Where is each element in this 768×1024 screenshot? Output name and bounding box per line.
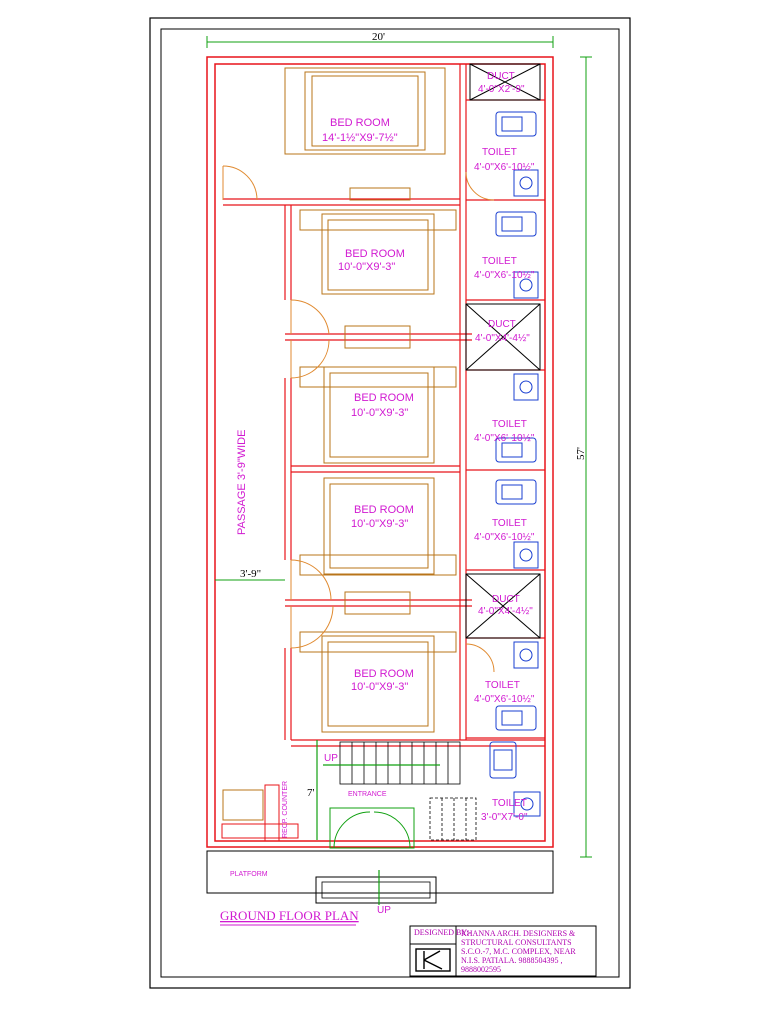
duct-label-2: DUCT <box>488 319 516 330</box>
toilet-label-5: TOILET <box>485 680 520 691</box>
toilet-label-4: TOILET <box>492 518 527 529</box>
toilet-size-2: 4'-0"X6'-10½" <box>474 270 535 281</box>
room-size-bedroom-1: 14'-1½"X9'-7½" <box>322 132 398 144</box>
firm-line-5: 9888002595 <box>461 965 501 974</box>
designed-by-label: DESIGNED BY:- <box>414 928 472 937</box>
toilet-size-6: 3'-0"X7'-0" <box>481 812 528 823</box>
bed-2 <box>299 209 457 349</box>
room-label-bedroom-4: BED ROOM <box>354 504 414 516</box>
duct-size-1: 4'-0"X2'-9" <box>478 84 525 95</box>
toilet-fixtures <box>489 111 541 817</box>
duct-2 <box>465 303 541 371</box>
platform <box>206 850 554 894</box>
drawing-title: GROUND FLOOR PLAN <box>220 908 359 923</box>
toilet-size-3: 4'-0"X6'-10½" <box>474 433 535 444</box>
passage-dimension-label: 3'-9" <box>240 568 261 580</box>
room-size-bedroom-5: 10'-0"X9'-3" <box>351 681 408 693</box>
toilet-size-4: 4'-0"X6'-10½" <box>474 532 535 543</box>
entry-steps-inner <box>321 881 431 899</box>
staircase <box>339 741 477 841</box>
room-label-bedroom-2: BED ROOM <box>345 248 405 260</box>
bed-1 <box>284 67 446 201</box>
room-label-bedroom-3: BED ROOM <box>354 392 414 404</box>
width-dimension <box>206 36 554 48</box>
duct-size-3: 4'-0"X4'-4½" <box>478 606 533 617</box>
firm-line-1: KHANNA ARCH. DESIGNERS & <box>461 929 576 938</box>
door-swings <box>222 165 495 673</box>
toilet-label-6: TOILET <box>492 798 527 809</box>
room-size-bedroom-4: 10'-0"X9'-3" <box>351 518 408 530</box>
toilet-label-3: TOILET <box>492 419 527 430</box>
room-label-bedroom-1: BED ROOM <box>330 117 390 129</box>
room-size-bedroom-3: 10'-0"X9'-3" <box>351 407 408 419</box>
firm-logo <box>415 948 451 972</box>
duct-3 <box>465 573 541 639</box>
toilet-label-2: TOILET <box>482 256 517 267</box>
duct-1 <box>469 63 541 101</box>
duct-size-2: 4'-0"X4'-4½" <box>475 333 530 344</box>
bed-4 <box>299 477 457 615</box>
room-label-bedroom-5: BED ROOM <box>354 668 414 680</box>
entry-steps-outer <box>315 876 437 904</box>
length-dimension <box>580 56 592 858</box>
up-label-stair: UP <box>324 753 338 764</box>
up-label-steps: UP <box>377 905 391 916</box>
bed-5 <box>299 631 457 733</box>
toilet-size-5: 4'-0"X6'-10½" <box>474 694 535 705</box>
outer-walls <box>206 56 554 848</box>
toilet-size-1: 4'-0"X6'-10½" <box>474 162 535 173</box>
sheet-inner-border <box>160 28 620 978</box>
width-dimension-label: 20' <box>372 31 385 43</box>
firm-line-4: N.I.S. PATIALA. 9888504395 , <box>461 956 563 965</box>
passage-label: PASSAGE 3'-9"WIDE <box>236 430 248 535</box>
entrance-label: ENTRANCE <box>348 791 387 798</box>
stair-dimension-label: 7' <box>307 787 315 799</box>
duct-label-1: DUCT <box>487 71 515 82</box>
firm-line-2: STRUCTURAL CONSULTANTS <box>461 938 572 947</box>
entrance-door <box>329 807 415 849</box>
sheet-outer-border <box>149 17 631 989</box>
firm-line-3: S.C.O.-7, M.C. COMPLEX, NEAR <box>461 947 576 956</box>
platform-label: PLATFORM <box>230 871 268 878</box>
stair-up-arrow <box>316 740 440 840</box>
room-size-bedroom-2: 10'-0"X9'-3" <box>338 261 395 273</box>
reception-counter <box>221 784 299 842</box>
duct-label-3: DUCT <box>492 594 520 605</box>
title-block <box>409 925 597 977</box>
reception-label: RECP. COUNTER <box>282 781 289 838</box>
toilet-label-1: TOILET <box>482 147 517 158</box>
length-dimension-label: 57' <box>575 447 587 460</box>
